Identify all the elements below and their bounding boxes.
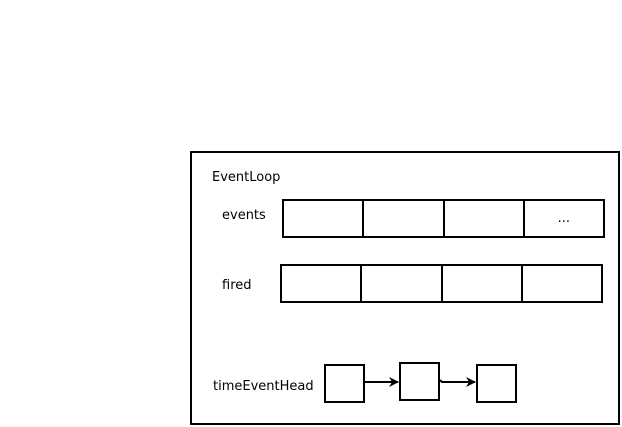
time-event-node-1 [324, 364, 365, 403]
eventloop-title: EventLoop [212, 170, 281, 185]
fired-slot [523, 266, 601, 301]
events-label: events [222, 208, 266, 223]
eventloop-struct-box [190, 151, 620, 425]
fired-label: fired [222, 278, 252, 293]
time-event-node-3 [476, 364, 517, 403]
events-slot-ellipsis: ... [557, 211, 571, 226]
fired-array [280, 264, 603, 303]
events-slot [364, 201, 445, 236]
events-slot [445, 201, 525, 236]
fired-slot [443, 266, 523, 301]
events-array: ... [282, 199, 605, 238]
events-slot [284, 201, 365, 236]
time-event-head-label: timeEventHead [213, 379, 314, 394]
time-event-node-2 [399, 362, 440, 401]
fired-slot [362, 266, 443, 301]
fired-slot [282, 266, 363, 301]
